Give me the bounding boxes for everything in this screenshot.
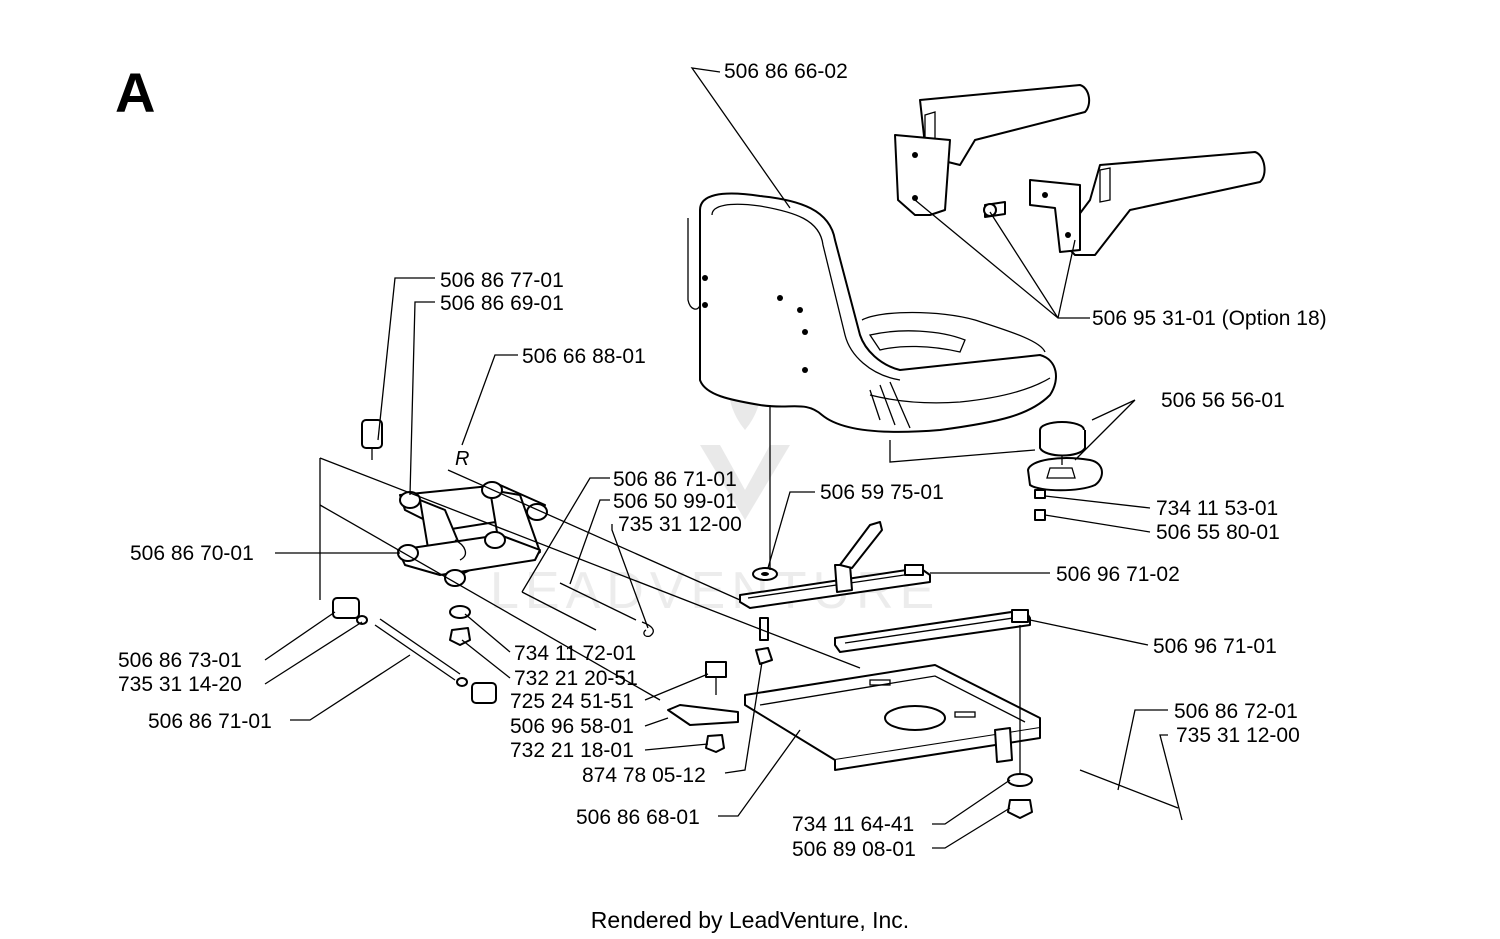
callout-label: 734 11 53-01 [1156, 497, 1278, 520]
section-label: A [115, 61, 155, 124]
linkage-illustration: R [332, 419, 739, 753]
mark-r: R [455, 448, 469, 470]
callout-label: 506 86 73-01 [118, 649, 242, 672]
callout-label: 506 86 71-01 [148, 710, 272, 733]
callout-label: 732 21 20-51 [514, 667, 638, 690]
rubber-mount-illustration [1027, 421, 1103, 521]
callout-label: 506 96 71-01 [1153, 635, 1277, 658]
leader-lines [264, 67, 1183, 849]
callout-label: 506 86 70-01 [130, 542, 254, 565]
callout-label: 506 86 77-01 [440, 269, 564, 292]
callout-label: 732 21 18-01 [510, 739, 634, 762]
slide-rails-illustration [739, 521, 1031, 665]
callout-label: 506 55 80-01 [1156, 521, 1280, 544]
callout-label: 735 31 14-20 [118, 673, 242, 696]
base-plate-illustration [744, 664, 1041, 819]
callout-label: 506 96 58-01 [510, 715, 634, 738]
callout-label: 506 66 88-01 [522, 345, 646, 368]
callout-label: 506 96 71-02 [1056, 563, 1180, 586]
callout-label: 506 89 08-01 [792, 838, 916, 861]
callout-label: 506 86 71-01 [613, 468, 737, 491]
callout-label: 874 78 05-12 [582, 764, 706, 787]
callout-label: 506 86 72-01 [1174, 700, 1298, 723]
callout-label: 506 86 68-01 [576, 806, 700, 829]
callout-label: 735 31 12-00 [1176, 724, 1300, 747]
footer-credit: Rendered by LeadVenture, Inc. [591, 907, 909, 933]
callout-label: 506 86 69-01 [440, 292, 564, 315]
callout-label: 734 11 64-41 [792, 813, 914, 836]
callout-label: 735 31 12-00 [618, 513, 742, 536]
callout-label: 725 24 51-51 [510, 690, 634, 713]
callout-label: 506 95 31-01 (Option 18) [1092, 307, 1327, 330]
callout-label: 506 56 56-01 [1161, 389, 1285, 412]
callout-label: 506 59 75-01 [820, 481, 944, 504]
callout-label: 506 50 99-01 [613, 490, 737, 513]
callout-label: 734 11 72-01 [514, 642, 636, 665]
seat-illustration [687, 192, 1057, 433]
callout-labels: 506 86 66-02 506 95 31-01 (Option 18) 50… [118, 60, 1327, 861]
armrests-illustration [894, 84, 1266, 256]
callout-label: 506 86 66-02 [724, 60, 848, 83]
